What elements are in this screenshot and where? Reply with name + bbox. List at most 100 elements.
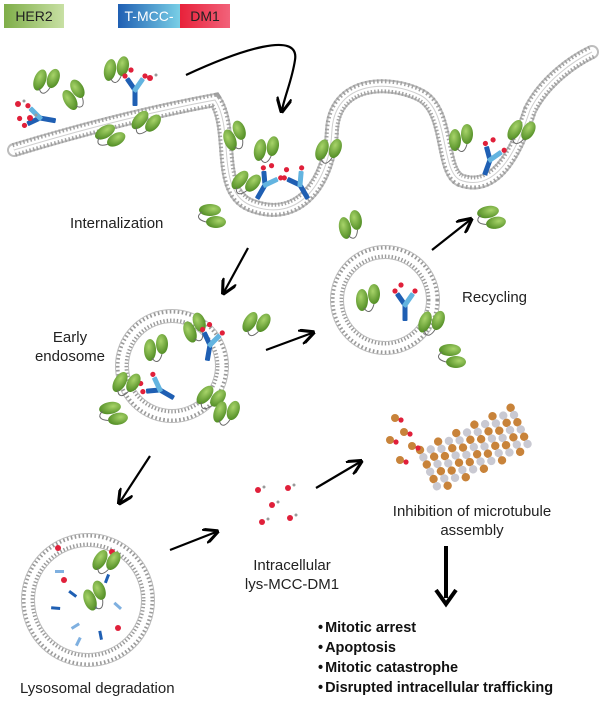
lys-mcc-dm1 (15, 99, 26, 107)
her2-receptor (507, 120, 536, 145)
dm1-payload (403, 459, 409, 465)
her2-receptor (338, 210, 362, 239)
degraded-fragment (103, 573, 111, 584)
tubulin-subunit (515, 447, 525, 457)
tubulin-subunit (455, 436, 464, 445)
arrow-to-lysosome (120, 455, 151, 502)
tubulin-subunit (437, 444, 446, 453)
her2-receptor (356, 284, 380, 312)
dm1-payload (21, 122, 28, 129)
effect-item: Mitotic arrest (318, 618, 553, 638)
her2-receptor (103, 56, 130, 83)
tubulin-subunit (502, 418, 511, 428)
tubulin-subunit (480, 419, 490, 429)
tubulin-subunit (422, 460, 431, 469)
tubulin-subunit (450, 473, 460, 482)
tubulin-subunit (484, 427, 493, 436)
dm1-payload (501, 147, 507, 153)
tubulin-subunit (476, 434, 486, 444)
dm1-payload (415, 445, 421, 451)
tubulin-subunit (448, 443, 457, 453)
label-early-endosome: Early endosome (34, 329, 106, 365)
dm1-payload (17, 115, 23, 122)
effect-item: Mitotic catastrophe (318, 658, 553, 678)
dm1-payload (490, 137, 496, 143)
her2-receptor (231, 170, 261, 195)
her2-receptor (33, 68, 60, 94)
tubulin-subunit (480, 442, 489, 451)
tubulin-subunit (487, 456, 496, 466)
tubulin-subunit (425, 467, 435, 476)
free-tubulin (386, 436, 394, 444)
her2-receptor (62, 79, 85, 110)
lys-mcc-dm1 (269, 500, 280, 508)
dm1-payload (25, 103, 31, 109)
arrow-to-recycling (265, 333, 312, 352)
dm1-payload (412, 288, 418, 294)
degraded-fragment (75, 636, 82, 647)
tubulin-subunit (479, 464, 489, 473)
free-tubulin (400, 428, 408, 436)
tubulin-subunit (458, 465, 467, 475)
dm1-payload (260, 165, 266, 171)
dm1-payload (206, 322, 213, 328)
her2-receptor (198, 204, 226, 228)
tubulin-subunit (452, 428, 461, 438)
dm1-payload (299, 165, 305, 171)
tubulin-subunit (494, 448, 503, 458)
label-inhibition: Inhibition of microtubule assembly (392, 503, 552, 539)
tubulin-subunit (488, 411, 497, 421)
dm1-payload (128, 67, 134, 73)
her2-receptor (112, 372, 141, 397)
tubulin-subunit (432, 482, 442, 491)
tubulin-subunit (476, 457, 485, 466)
tubulin-subunit (491, 441, 500, 450)
dm1-payload (150, 371, 156, 377)
lys-mcc-dm1 (285, 483, 296, 491)
antibody-drug-conjugate (138, 371, 175, 400)
tubulin-subunit (419, 453, 428, 462)
tubulin-subunit (505, 448, 514, 457)
lys-mcc-dm1 (287, 513, 298, 521)
dm1-payload (55, 545, 61, 551)
her2-receptor (477, 205, 506, 229)
degraded-fragment (68, 590, 78, 598)
dm1-payload (122, 73, 128, 79)
tubulin-subunit (501, 440, 511, 450)
tubulin-subunit (509, 410, 519, 420)
antibody-drug-conjugate (255, 163, 284, 200)
legend-dm1: DM1 (180, 4, 230, 28)
arrow-release (169, 532, 216, 552)
tubulin-subunit (433, 459, 442, 469)
her2-receptor (315, 138, 342, 164)
dm1-payload (278, 175, 284, 181)
degraded-fragment (98, 630, 103, 641)
dm1-payload (61, 577, 67, 583)
tubulin-subunit (462, 450, 471, 460)
dm1-payload (393, 439, 399, 445)
lys-mcc-dm1 (147, 73, 158, 81)
arrow-recycle-up (431, 220, 470, 251)
lys-mcc-dm1 (255, 485, 266, 493)
her2-receptor (131, 110, 161, 135)
tubulin-subunit (470, 420, 479, 429)
tubulin-subunit (472, 450, 482, 459)
molecules (15, 56, 536, 647)
tubulin-subunit (440, 451, 450, 461)
tubulin-subunit (497, 456, 507, 465)
tubulin-subunit (462, 428, 472, 437)
tubulin-subunit (491, 419, 501, 428)
her2-receptor (253, 136, 280, 163)
tubulin-subunit (498, 433, 507, 443)
arrow-effects-head (434, 588, 458, 608)
degraded-fragment (70, 622, 80, 630)
tubulin-subunit (519, 432, 529, 441)
antibody-drug-conjugate (281, 165, 310, 200)
tubulin-subunit (509, 433, 518, 442)
tubulin-subunit (473, 427, 482, 437)
tubulin-subunit (444, 436, 454, 446)
free-tubulin (396, 456, 404, 464)
tubulin-subunit (516, 425, 525, 434)
tubulin-subunit (487, 434, 497, 443)
dm1-payload (398, 282, 404, 288)
